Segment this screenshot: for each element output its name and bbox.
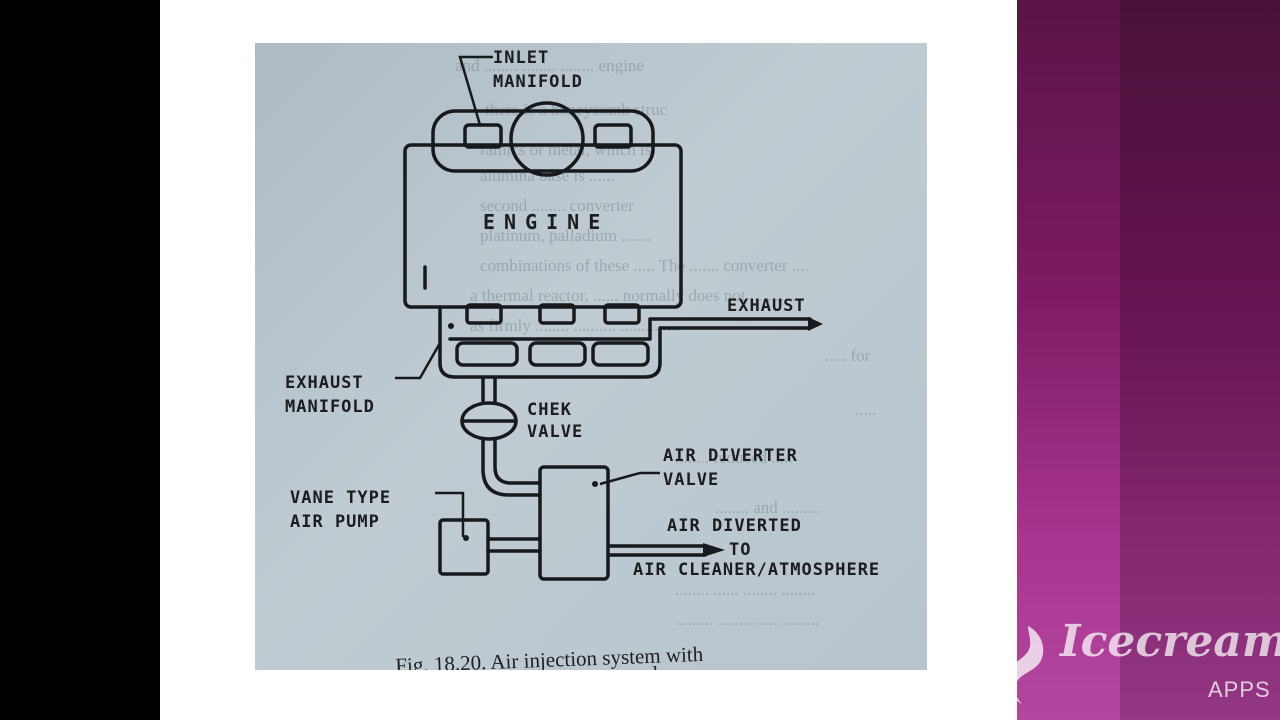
label-engine: ENGINE xyxy=(483,210,609,234)
svg-text:........ ...... ........ .....: ........ ...... ........ ........ xyxy=(675,580,815,599)
svg-text:and ........ ........ ........: and ........ ........ ........ engine xyxy=(455,56,644,75)
inlet-port-1 xyxy=(463,123,503,149)
svg-text:..... for: ..... for xyxy=(825,346,871,365)
exhaust-manifold xyxy=(438,305,823,379)
engine-block xyxy=(403,101,683,325)
svg-text:combinations of these ..... Th: combinations of these ..... The ....... … xyxy=(480,256,809,275)
background-page-text: and ........ ........ ........ engine th… xyxy=(455,56,876,629)
label-inlet-line1: INLET xyxy=(493,48,549,68)
diagram-photo: and ........ ........ ........ engine th… xyxy=(255,43,927,670)
svg-text:......... ........ ...... ....: ......... ........ ...... ........ xyxy=(675,610,820,629)
watermark-sub: APPS xyxy=(1208,677,1271,702)
inlet-port-2 xyxy=(593,123,633,149)
label-pump-line2: AIR PUMP xyxy=(290,512,380,532)
label-diverted-line3: AIR CLEANER/ATMOSPHERE xyxy=(633,560,880,580)
diverted-air-arrow-icon xyxy=(703,543,725,557)
exhaust-port-1 xyxy=(465,303,503,325)
label-check-line2: VALVE xyxy=(527,422,583,442)
exhaust-port-3 xyxy=(603,303,641,325)
svg-text:.....: ..... xyxy=(855,400,876,419)
air-injection-diagram: and ........ ........ ........ engine th… xyxy=(285,48,880,670)
label-diverted-line2: TO xyxy=(729,540,751,560)
exhaust-port-2 xyxy=(538,303,576,325)
svg-text:second ........ converter: second ........ converter xyxy=(480,196,634,215)
air-diverter-valve xyxy=(538,465,610,581)
watermark-brand: Icecream xyxy=(1060,616,1280,667)
label-diverter-line1: AIR DIVERTER xyxy=(663,446,798,466)
figure-caption-line2: ...ter control xyxy=(555,662,659,670)
right-decorative-bar xyxy=(1017,0,1280,720)
left-black-bar xyxy=(0,0,160,720)
svg-text:........ reduced .....: ........ reduced ..... xyxy=(675,448,793,467)
svg-text:a thermal reactor, ...... norm: a thermal reactor, ...... normally does … xyxy=(470,286,801,305)
exhaust-arrow-icon xyxy=(808,317,823,331)
label-exhaust: EXHAUST xyxy=(727,296,806,316)
label-exhaust-manifold-line1: EXHAUST xyxy=(285,373,364,393)
label-inlet-line2: MANIFOLD xyxy=(493,72,583,92)
svg-text:ramics or metal, which is: ramics or metal, which is xyxy=(480,140,651,159)
check-valve-assembly xyxy=(460,377,542,497)
svg-text:INLET: INLET xyxy=(493,48,549,68)
engine-rectangle xyxy=(403,143,683,309)
label-check-line1: CHEK xyxy=(527,400,572,420)
label-diverter-line2: VALVE xyxy=(663,470,719,490)
svg-text:platinum, palladium .......: platinum, palladium ....... xyxy=(480,226,651,245)
inlet-manifold xyxy=(431,109,655,173)
svg-text:MANIFOLD: MANIFOLD xyxy=(493,72,583,92)
label-exhaust-manifold-line2: MANIFOLD xyxy=(285,397,375,417)
label-pump-line1: VANE TYPE xyxy=(290,488,391,508)
carburettor-air-cleaner xyxy=(509,101,585,177)
svg-text:as firmly ........ ..........: as firmly ........ .......... ..........… xyxy=(470,316,680,335)
icecream-logo-icon xyxy=(1002,626,1044,704)
label-diverted-line1: AIR DIVERTED xyxy=(667,516,802,536)
svg-text:........ and .........: ........ and ......... xyxy=(715,498,820,517)
leader-lines xyxy=(395,55,660,537)
